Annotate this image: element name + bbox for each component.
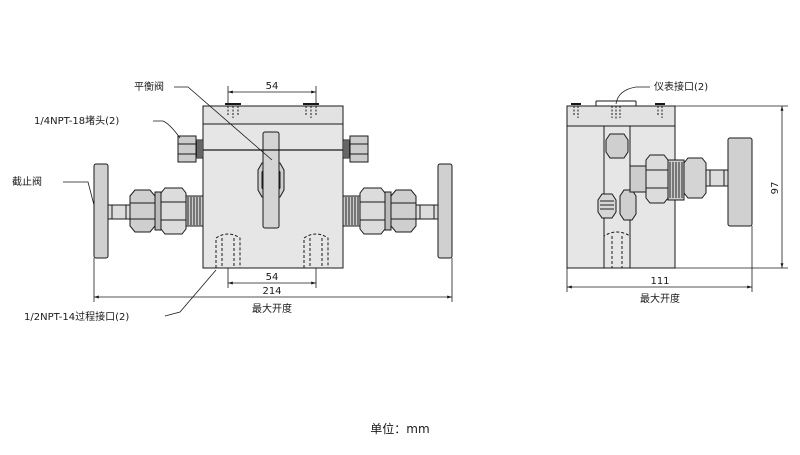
top-port-right — [305, 106, 317, 118]
dim-text-max-opening-side: 最大开度 — [640, 292, 680, 305]
dim-text-max-opening-front: 最大开度 — [252, 302, 292, 315]
plug-right — [342, 135, 369, 163]
label-instrument-port: 仪表接口(2) — [654, 80, 708, 93]
dim-side-97 — [675, 105, 788, 269]
dim-text-214: 214 — [262, 286, 281, 297]
dim-overall-214 — [93, 258, 453, 302]
side-stop-valve — [629, 137, 753, 227]
stop-valve-right-handle — [437, 163, 453, 259]
label-stop-valve: 截止阀 — [12, 175, 42, 188]
balance-valve-handle — [262, 131, 280, 229]
plug-left — [177, 135, 204, 163]
top-port-left — [227, 106, 239, 118]
leader-lines-front — [63, 86, 273, 317]
label-process-port: 1/2NPT-14过程接口(2) — [24, 310, 129, 323]
top-cap-plate — [202, 105, 344, 125]
side-view — [566, 86, 788, 292]
stop-valve-right — [342, 163, 453, 259]
dim-top-54 — [227, 86, 317, 104]
front-view — [63, 86, 453, 317]
stop-valve-left-handle — [93, 163, 109, 259]
leader-instrument-port — [615, 86, 650, 105]
dim-text-bottom-54: 54 — [266, 272, 279, 283]
dim-text-top-54: 54 — [266, 81, 279, 92]
process-port-right — [303, 233, 329, 268]
dim-bottom-54 — [227, 268, 317, 288]
dim-side-111 — [566, 226, 753, 292]
label-balance-valve: 平衡阀 — [134, 80, 164, 93]
dim-text-97: 97 — [770, 182, 781, 195]
process-port-left — [215, 233, 241, 268]
dim-text-111: 111 — [650, 276, 669, 287]
stop-valve-left — [93, 163, 204, 259]
label-plug: 1/4NPT-18堵头(2) — [34, 114, 119, 127]
side-top-plate — [566, 105, 676, 127]
unit-label: 单位：mm — [370, 421, 429, 436]
side-stop-valve-handle — [727, 137, 753, 227]
